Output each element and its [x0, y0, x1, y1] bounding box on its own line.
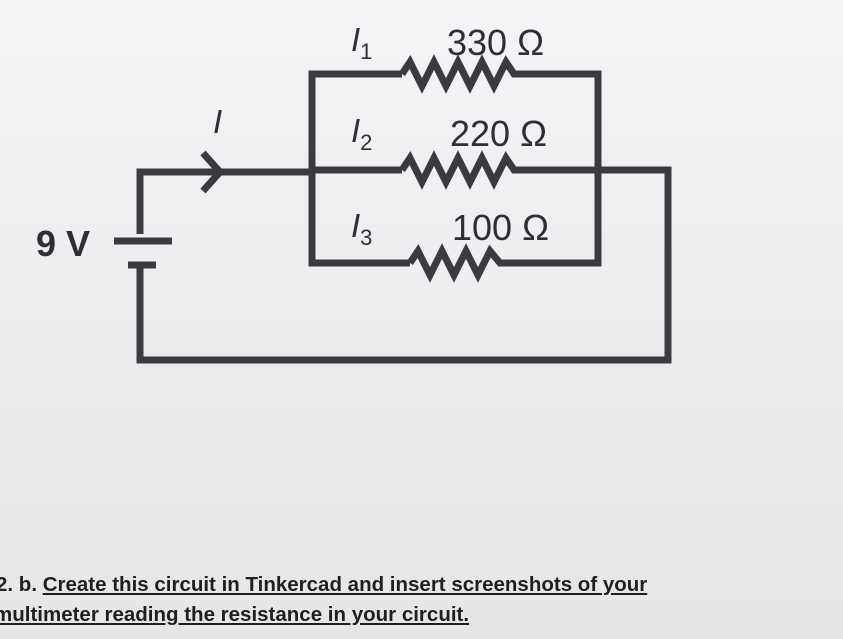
voltage-label: 9 V	[36, 223, 90, 264]
main-current-label: I	[213, 103, 222, 140]
current-arrow-icon	[200, 150, 225, 194]
instruction-line-2: multimeter reading the resistance in you…	[0, 603, 470, 626]
resistor-100	[407, 243, 508, 283]
question-number: 2. b.	[0, 573, 38, 596]
resistor-220	[399, 150, 522, 190]
battery-top-wire	[136, 168, 312, 234]
branch-2-resistance-label: 220 Ω	[450, 113, 547, 154]
branch-1-current-label: I1	[351, 21, 372, 64]
branch-3-current-label: I3	[351, 207, 372, 250]
branch-3-resistance-label: 100 Ω	[452, 207, 549, 248]
branch-2-current-label: I2	[351, 112, 372, 155]
outer-loop-wire	[136, 166, 672, 364]
resistor-330	[399, 54, 522, 94]
branch-1-resistance-label: 330 Ω	[447, 22, 544, 63]
instruction-line-1-text: Create this circuit in Tinkercad and ins…	[42, 573, 648, 596]
instruction-text: 2. b. Create this circuit in Tinkercad a…	[0, 570, 843, 630]
instruction-line-1: 2. b. Create this circuit in Tinkercad a…	[0, 570, 839, 600]
circuit-diagram: 9 V I I1 330 Ω I2 220 Ω I3 100 Ω	[36, 21, 672, 364]
